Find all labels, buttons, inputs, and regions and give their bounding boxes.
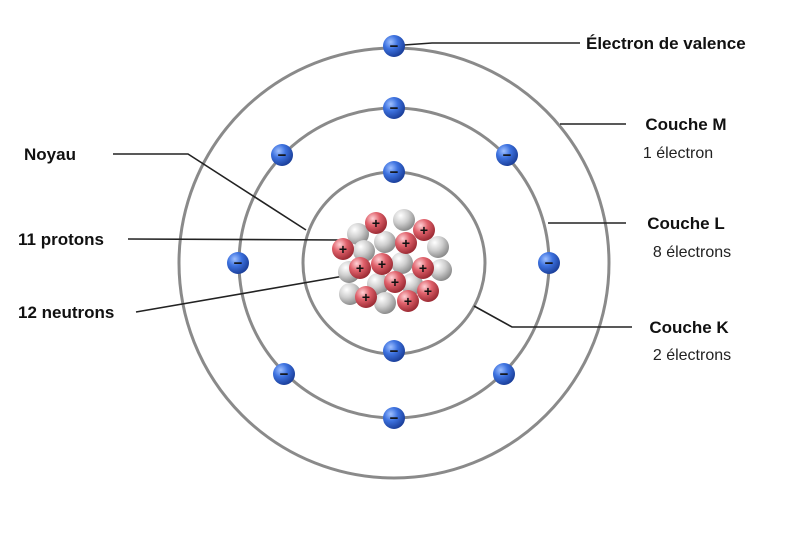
neutron — [391, 252, 413, 274]
svg-text:−: − — [390, 100, 399, 117]
svg-text:−: − — [390, 410, 399, 427]
leader-shell-k — [473, 305, 632, 328]
svg-text:+: + — [419, 260, 427, 276]
electron-l: − — [227, 252, 249, 274]
svg-text:+: + — [339, 241, 347, 257]
svg-text:+: + — [424, 283, 432, 299]
svg-text:+: + — [402, 235, 410, 251]
proton: + — [349, 257, 371, 279]
neutron — [374, 231, 396, 253]
svg-text:−: − — [278, 147, 287, 164]
label-valence-electron: Électron de valence — [586, 34, 746, 53]
svg-text:+: + — [391, 274, 399, 290]
electron-k: − — [383, 161, 405, 183]
electron-l: − — [496, 144, 518, 166]
electron-l: − — [273, 363, 295, 385]
label-shell-l: Couche L — [647, 214, 724, 233]
neutron — [427, 236, 449, 258]
neutron — [393, 209, 415, 231]
electron-l: − — [271, 144, 293, 166]
neutron — [347, 223, 369, 245]
leader-lines — [113, 42, 632, 328]
svg-text:+: + — [356, 260, 364, 276]
electron-l: − — [383, 97, 405, 119]
label-protons: 11 protons — [18, 230, 104, 249]
neutron — [353, 240, 375, 262]
proton: + — [417, 280, 439, 302]
proton: + — [397, 290, 419, 312]
electron-l: − — [538, 252, 560, 274]
leader-nucleus — [113, 153, 307, 231]
svg-text:+: + — [420, 222, 428, 238]
label-shell-m-count: 1 électron — [643, 145, 713, 162]
svg-text:−: − — [280, 366, 289, 383]
svg-text:−: − — [390, 164, 399, 181]
svg-text:+: + — [372, 215, 380, 231]
leader-protons — [127, 238, 343, 241]
leader-neutrons — [135, 275, 345, 313]
electron-k: − — [383, 340, 405, 362]
neutron — [430, 259, 452, 281]
label-shell-m: Couche M — [645, 115, 726, 134]
label-shell-k: Couche K — [649, 318, 729, 337]
label-nucleus: Noyau — [24, 145, 76, 164]
electron-l: − — [383, 407, 405, 429]
svg-text:−: − — [500, 366, 509, 383]
proton: + — [412, 257, 434, 279]
svg-text:+: + — [362, 289, 370, 305]
label-shell-k-count: 2 électrons — [653, 347, 731, 364]
label-shell-l-count: 8 électrons — [653, 244, 731, 261]
electron-l: − — [493, 363, 515, 385]
svg-text:−: − — [390, 38, 399, 55]
label-neutrons: 12 neutrons — [18, 303, 114, 322]
proton: + — [332, 238, 354, 260]
proton: + — [395, 232, 417, 254]
electrons: − − − − − − − − − − − — [227, 35, 560, 429]
proton: + — [365, 212, 387, 234]
electron-valence: − — [383, 35, 405, 57]
proton: + — [371, 253, 393, 275]
neutron — [374, 292, 396, 314]
leader-valence — [403, 42, 580, 46]
proton: + — [384, 271, 406, 293]
nucleus: + + + + + + + + + + + — [332, 209, 452, 314]
svg-text:−: − — [234, 255, 243, 272]
proton: + — [355, 286, 377, 308]
svg-text:+: + — [404, 293, 412, 309]
svg-text:+: + — [378, 256, 386, 272]
svg-text:−: − — [390, 343, 399, 360]
svg-text:−: − — [545, 255, 554, 272]
svg-text:−: − — [503, 147, 512, 164]
proton: + — [413, 219, 435, 241]
